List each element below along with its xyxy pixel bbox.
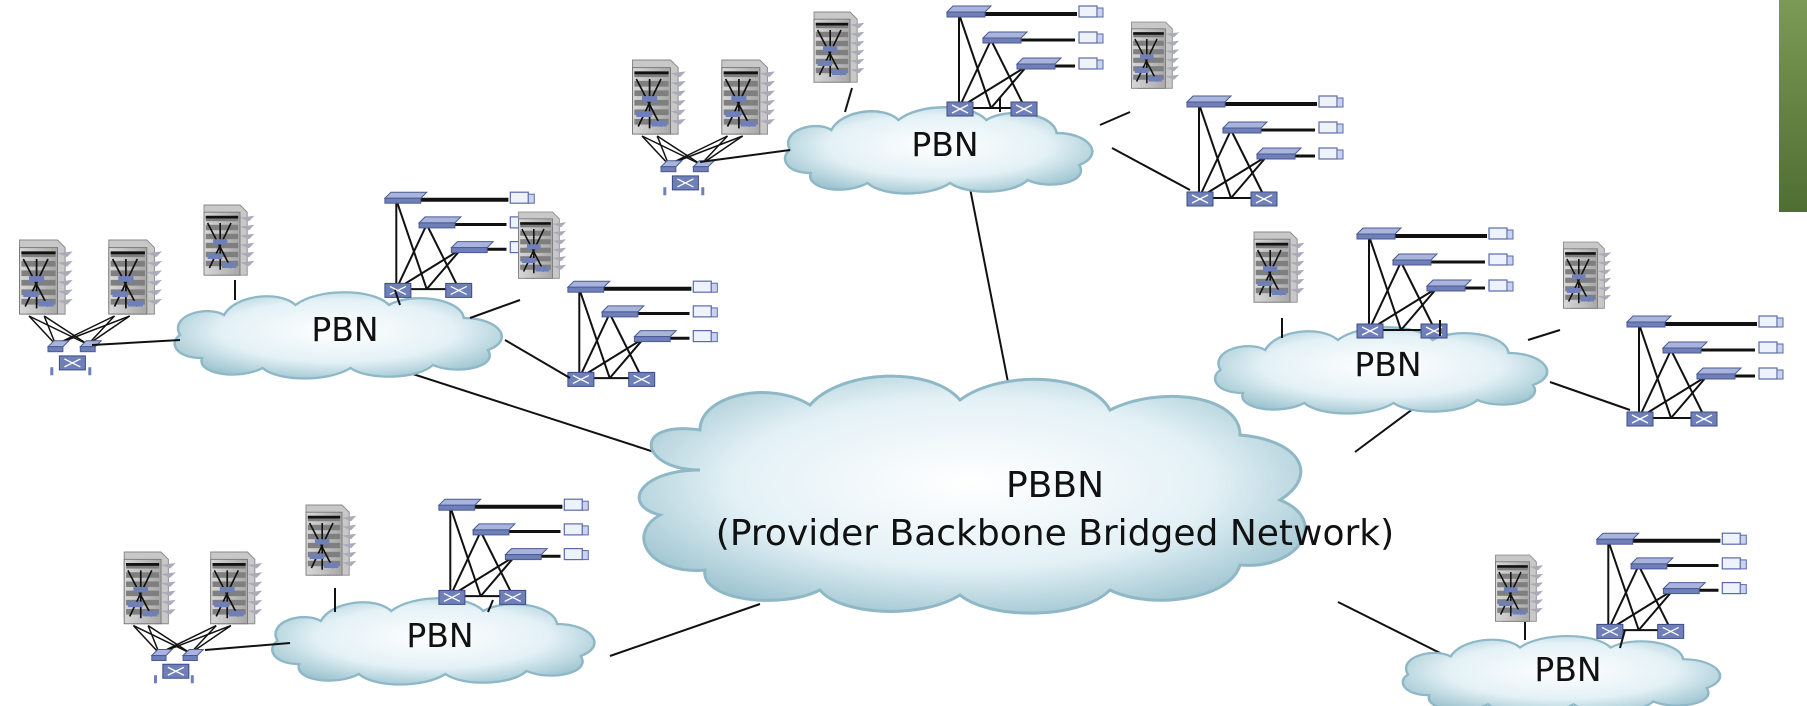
switch-icon [633,330,678,343]
pc-icon [1721,532,1747,545]
router-icon [499,589,527,605]
pbbn-subtitle: (Provider Backbone Bridged Network) [716,513,1394,554]
pbn-bottom-right-label: PBN [1534,650,1601,689]
server-rack-icon [1253,231,1305,303]
pc-icon [692,280,718,293]
pc-icon [563,523,589,536]
pbn-right-cloud: PBN [1214,326,1549,415]
router-icon [1186,191,1214,207]
switch-icon [1425,279,1473,292]
pbn-top-cloud: PBN [783,106,1094,195]
switch-icon [1661,341,1709,354]
router-icon [671,175,699,191]
pbn-top-label: PBN [911,125,978,164]
router-icon [946,101,974,117]
server-rack-icon [123,551,176,625]
switch-icon [1015,57,1063,70]
pc-icon [1721,581,1747,595]
pbn-bottom-left-cloud: PBN [271,597,596,686]
router-icon [58,355,86,371]
router-icon [1250,191,1278,207]
pc-icon [1488,279,1514,292]
switch-icon [504,548,549,561]
slide-accent-bar [1779,0,1807,212]
server-rack-icon [1495,554,1544,622]
router-icon [1356,323,1384,339]
pc-icon [1318,121,1344,134]
pbn-bottom-left-label: PBN [406,616,473,655]
server-rack-icon [108,239,162,315]
switch-icon [1391,253,1439,266]
switch-icon [600,305,646,318]
switch-icon [1662,582,1707,595]
pc-icon [563,498,589,511]
switch-icon [150,649,174,662]
switch-icon [79,340,103,353]
server-rack-icon [203,204,255,276]
switch-icon [659,160,684,173]
switch-icon [1695,367,1743,380]
server-rack-icon [813,11,865,83]
router-icon [628,371,656,387]
router-icon [567,371,595,387]
switch-icon [1355,227,1403,240]
pc-icon [1758,367,1784,380]
switch-icon [566,280,611,293]
server-rack-icon [210,551,263,625]
pc-icon [692,330,718,343]
pbn-right-label: PBN [1354,345,1421,384]
pbn-bottom-right-cloud: PBN [1401,634,1722,706]
switch-icon [1255,147,1303,160]
pbbn-cloud: PBBN (Provider Backbone Bridged Network) [637,374,1394,615]
server-rack-icon [1563,241,1612,309]
router-icon [1596,623,1624,639]
pc-icon [1078,5,1104,18]
router-icon [1657,623,1685,639]
switch-icon [945,5,993,18]
server-rack-icon [1131,21,1180,89]
router-icon [162,663,190,679]
switch-icon [1185,95,1233,108]
server-rack-icon [721,59,775,135]
router-icon [1690,411,1718,427]
switch-icon [1595,532,1640,545]
pc-icon [509,191,535,204]
pc-icon [1488,253,1514,266]
switch-icon [1221,121,1269,134]
pc-icon [1078,57,1104,70]
switch-icon [981,31,1029,44]
switch-icon [383,191,428,204]
server-rack-icon [19,239,73,315]
router-icon [438,589,466,605]
pc-icon [692,305,718,318]
server-rack-icon [632,59,686,135]
pbn-left-cloud: PBN [173,291,503,380]
switch-icon [437,498,482,511]
router-icon [1626,411,1654,427]
pc-icon [1078,31,1104,44]
pc-icon [1488,227,1514,240]
pc-icon [1318,147,1344,160]
switch-icon [450,241,495,254]
server-rack-icon [518,211,567,279]
router-icon [445,282,473,298]
server-rack-icon [305,504,357,576]
router-icon [384,282,412,298]
pbbn-label: PBBN [1006,465,1104,506]
pc-icon [1758,341,1784,354]
switch-icon [46,340,71,353]
router-icon [1010,101,1038,117]
pc-icon [563,547,589,561]
pc-icon [1318,95,1344,108]
switch-icon [1629,557,1675,570]
router-icon [1420,323,1448,339]
switch-icon [471,523,517,536]
switch-icon [181,649,205,662]
pc-icon [1721,557,1747,570]
switch-icon [1625,315,1673,328]
pc-icon [1758,315,1784,328]
pbn-left-label: PBN [311,310,378,349]
switch-icon [417,216,463,229]
